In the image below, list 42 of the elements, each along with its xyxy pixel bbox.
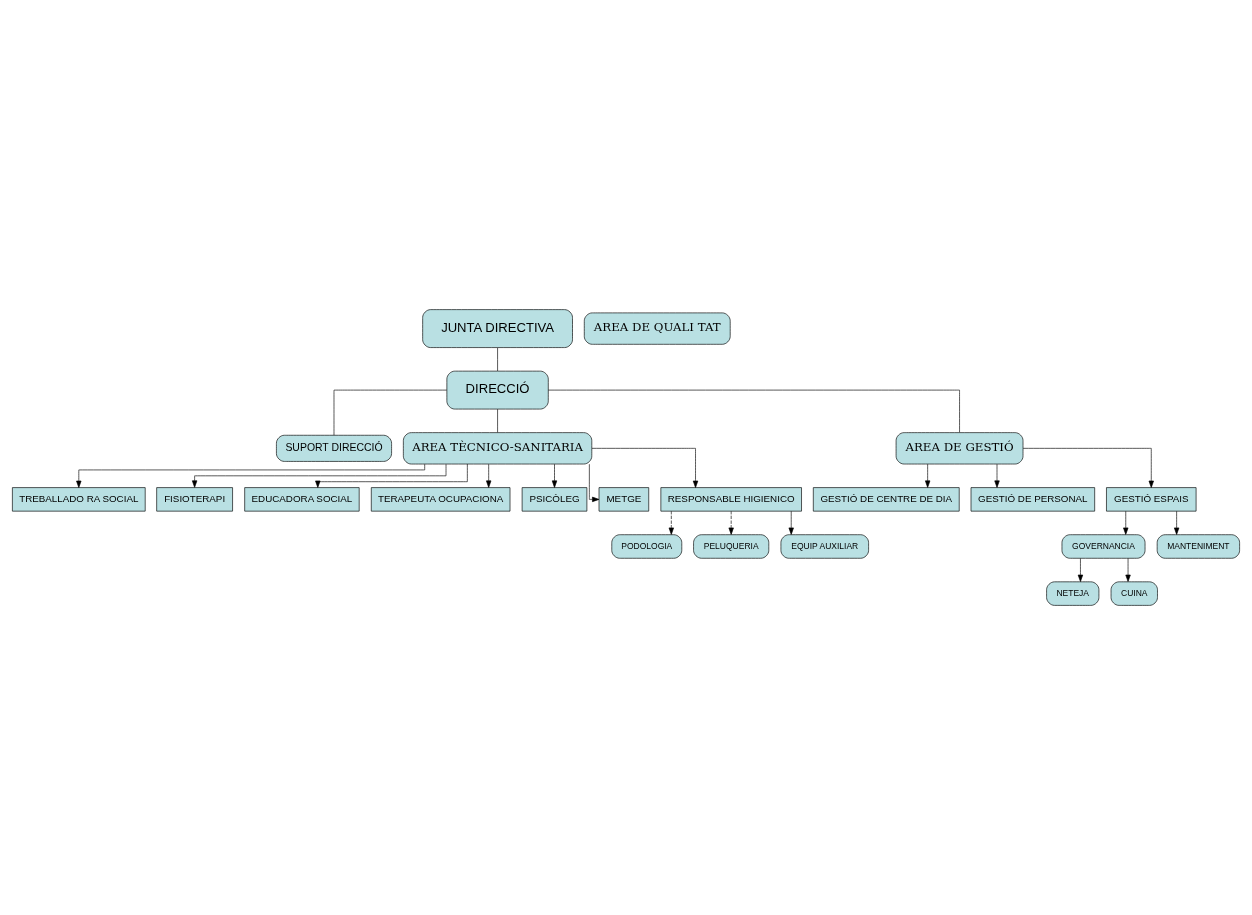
node-box: JUNTA DIRECTIVA [422,309,573,348]
node-box: TERAPEUTA OCUPACIONA [370,487,511,512]
node-box: GOVERNANCIA [1061,534,1146,559]
arrow [1123,510,1129,535]
node-box: PSICÒLEG [521,487,588,512]
node-box: METGE [598,487,650,512]
node-box: EDUCADORA SOCIAL [244,487,360,512]
node-box: RESPONSABLE HIGIENICO [660,487,802,512]
node-box: GESTIÓ DE PERSONAL [970,487,1095,512]
node-box: PELUQUERIA [693,534,770,559]
arrow [994,463,1000,488]
node-box: NETEJA [1046,581,1100,606]
node-box: GESTIÓ ESPAIS [1106,487,1197,512]
arrow [1077,558,1084,582]
node-box: SUPORT DIRECCIÓ [276,434,392,462]
arrow [668,510,674,535]
arrow [76,463,425,488]
arrow [551,463,558,488]
node-box: PODOLOGIA [611,534,683,559]
arrow [788,510,794,535]
node-box: GESTIÓ DE CENTRE DE DIA [813,487,960,512]
arrow [728,510,734,535]
arrow [925,463,931,488]
node-box: DIRECCIÓ [446,370,549,410]
connector [497,408,498,433]
node-box: CUINA [1110,581,1158,606]
arrow [1125,558,1131,582]
node-box: FISIOTERAPI [156,487,233,512]
arrow [486,463,492,488]
node-box: AREA DE GESTIÓ [895,432,1024,465]
node-box: AREA TÈCNICO-SANITARIA [403,432,593,465]
arrow [315,463,468,488]
node-box: MANTENIMENT [1156,534,1240,559]
arrow [589,463,600,502]
connector [497,347,498,372]
node-box: AREA DE QUALI TAT [583,312,731,345]
arrow [591,448,699,488]
arrow [1022,448,1154,488]
arrow [1174,510,1180,535]
arrow [192,464,447,488]
node-box: TREBALLADO RA SOCIAL [12,487,146,512]
node-box: EQUIP AUXILIAR [780,534,869,559]
